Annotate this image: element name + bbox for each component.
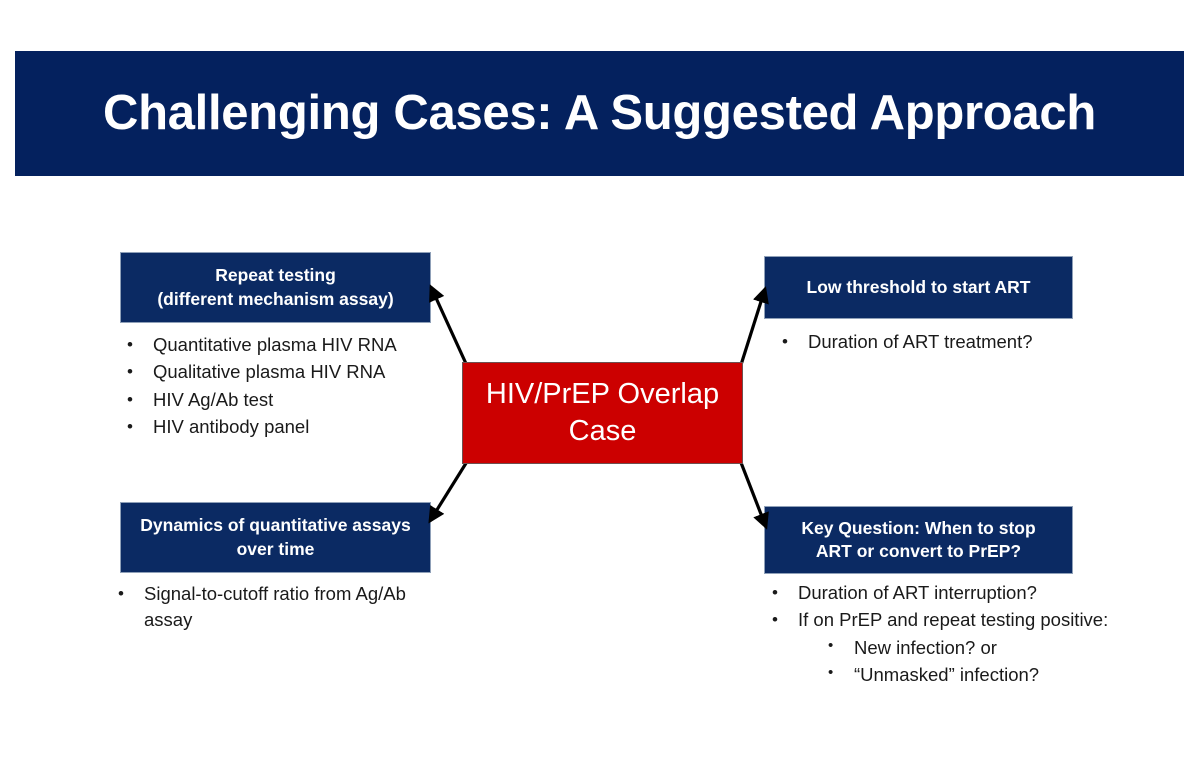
bullet-icon: • bbox=[127, 362, 133, 382]
bullet-icon: • bbox=[828, 636, 834, 654]
list-item: • If on PrEP and repeat testing positive… bbox=[772, 607, 1192, 633]
bullet-icon: • bbox=[772, 583, 778, 602]
node-key-question-line1: Key Question: When to stop bbox=[801, 517, 1036, 538]
list-item: • “Unmasked” infection? bbox=[772, 662, 1192, 688]
list-item-label: New infection? or bbox=[854, 636, 997, 658]
arrow-to-bottom-right-icon bbox=[738, 459, 769, 530]
list-item-label: HIV Ag/Ab test bbox=[153, 388, 274, 410]
bullet-icon: • bbox=[127, 335, 133, 354]
node-low-threshold-line1: Low threshold to start ART bbox=[806, 276, 1031, 297]
bullet-icon: • bbox=[127, 416, 133, 436]
list-item: • Qualitative plasma HIV RNA bbox=[127, 359, 457, 385]
page-title: Challenging Cases: A Suggested Approach bbox=[103, 85, 1096, 140]
list-item-label: Quantitative plasma HIV RNA bbox=[153, 334, 397, 355]
list-item: • HIV antibody panel bbox=[127, 414, 457, 440]
list-item-label: HIV antibody panel bbox=[153, 415, 310, 437]
bullet-list-low-threshold: • Duration of ART treatment? bbox=[782, 329, 1112, 356]
list-item-label: Duration of ART treatment? bbox=[808, 331, 1033, 352]
node-repeat-testing-line2: (different mechanism assay) bbox=[157, 288, 394, 309]
bullet-icon: • bbox=[127, 389, 133, 409]
node-repeat-testing[interactable]: Repeat testing (different mechanism assa… bbox=[120, 252, 431, 323]
list-item-label: If on PrEP and repeat testing positive: bbox=[798, 609, 1109, 631]
list-item: • Duration of ART interruption? bbox=[772, 580, 1192, 606]
center-node-line2: Overlap Case bbox=[568, 377, 720, 447]
node-dynamics-line1: Dynamics of quantitative assays bbox=[140, 515, 411, 536]
node-dynamics-line2: over time bbox=[236, 538, 315, 559]
list-item-label: Signal-to-cutoff ratio from Ag/Ab assay bbox=[144, 583, 406, 631]
list-item-label: Qualitative plasma HIV RNA bbox=[153, 361, 386, 383]
center-node-line1: HIV/PrEP bbox=[485, 377, 610, 410]
bullet-icon: • bbox=[828, 663, 834, 681]
list-item: • Signal-to-cutoff ratio from Ag/Ab assa… bbox=[118, 581, 448, 634]
bullet-icon: • bbox=[782, 332, 788, 351]
center-node-hiv-prep-overlap-case[interactable]: HIV/PrEP Overlap Case bbox=[462, 362, 743, 464]
bullet-icon: • bbox=[118, 584, 124, 603]
list-item: • Quantitative plasma HIV RNA bbox=[127, 332, 457, 358]
bullet-list-dynamics: • Signal-to-cutoff ratio from Ag/Ab assa… bbox=[118, 581, 448, 635]
node-low-threshold-to-start-art[interactable]: Low threshold to start ART bbox=[764, 256, 1073, 319]
node-dynamics-of-quantitative-assays[interactable]: Dynamics of quantitative assays over tim… bbox=[120, 502, 431, 573]
list-item: • Duration of ART treatment? bbox=[782, 329, 1112, 355]
list-item: • New infection? or bbox=[772, 635, 1192, 661]
node-repeat-testing-line1: Repeat testing bbox=[215, 265, 336, 286]
list-item-label: “Unmasked” infection? bbox=[854, 663, 1040, 685]
list-item-label: Duration of ART interruption? bbox=[798, 582, 1037, 603]
bullet-list-repeat-testing: • Quantitative plasma HIV RNA • Qualitat… bbox=[127, 332, 457, 441]
node-key-question-line2: ART or convert to PrEP? bbox=[815, 541, 1022, 561]
arrow-to-top-right-icon bbox=[738, 286, 769, 369]
arrow-to-bottom-left-icon bbox=[428, 459, 470, 524]
list-item: • HIV Ag/Ab test bbox=[127, 387, 457, 413]
bullet-list-key-question: • Duration of ART interruption? • If on … bbox=[772, 580, 1192, 689]
node-key-question[interactable]: Key Question: When to stop ART or conver… bbox=[764, 506, 1073, 574]
slide-title-banner: Challenging Cases: A Suggested Approach bbox=[15, 51, 1184, 176]
bullet-icon: • bbox=[772, 610, 778, 630]
